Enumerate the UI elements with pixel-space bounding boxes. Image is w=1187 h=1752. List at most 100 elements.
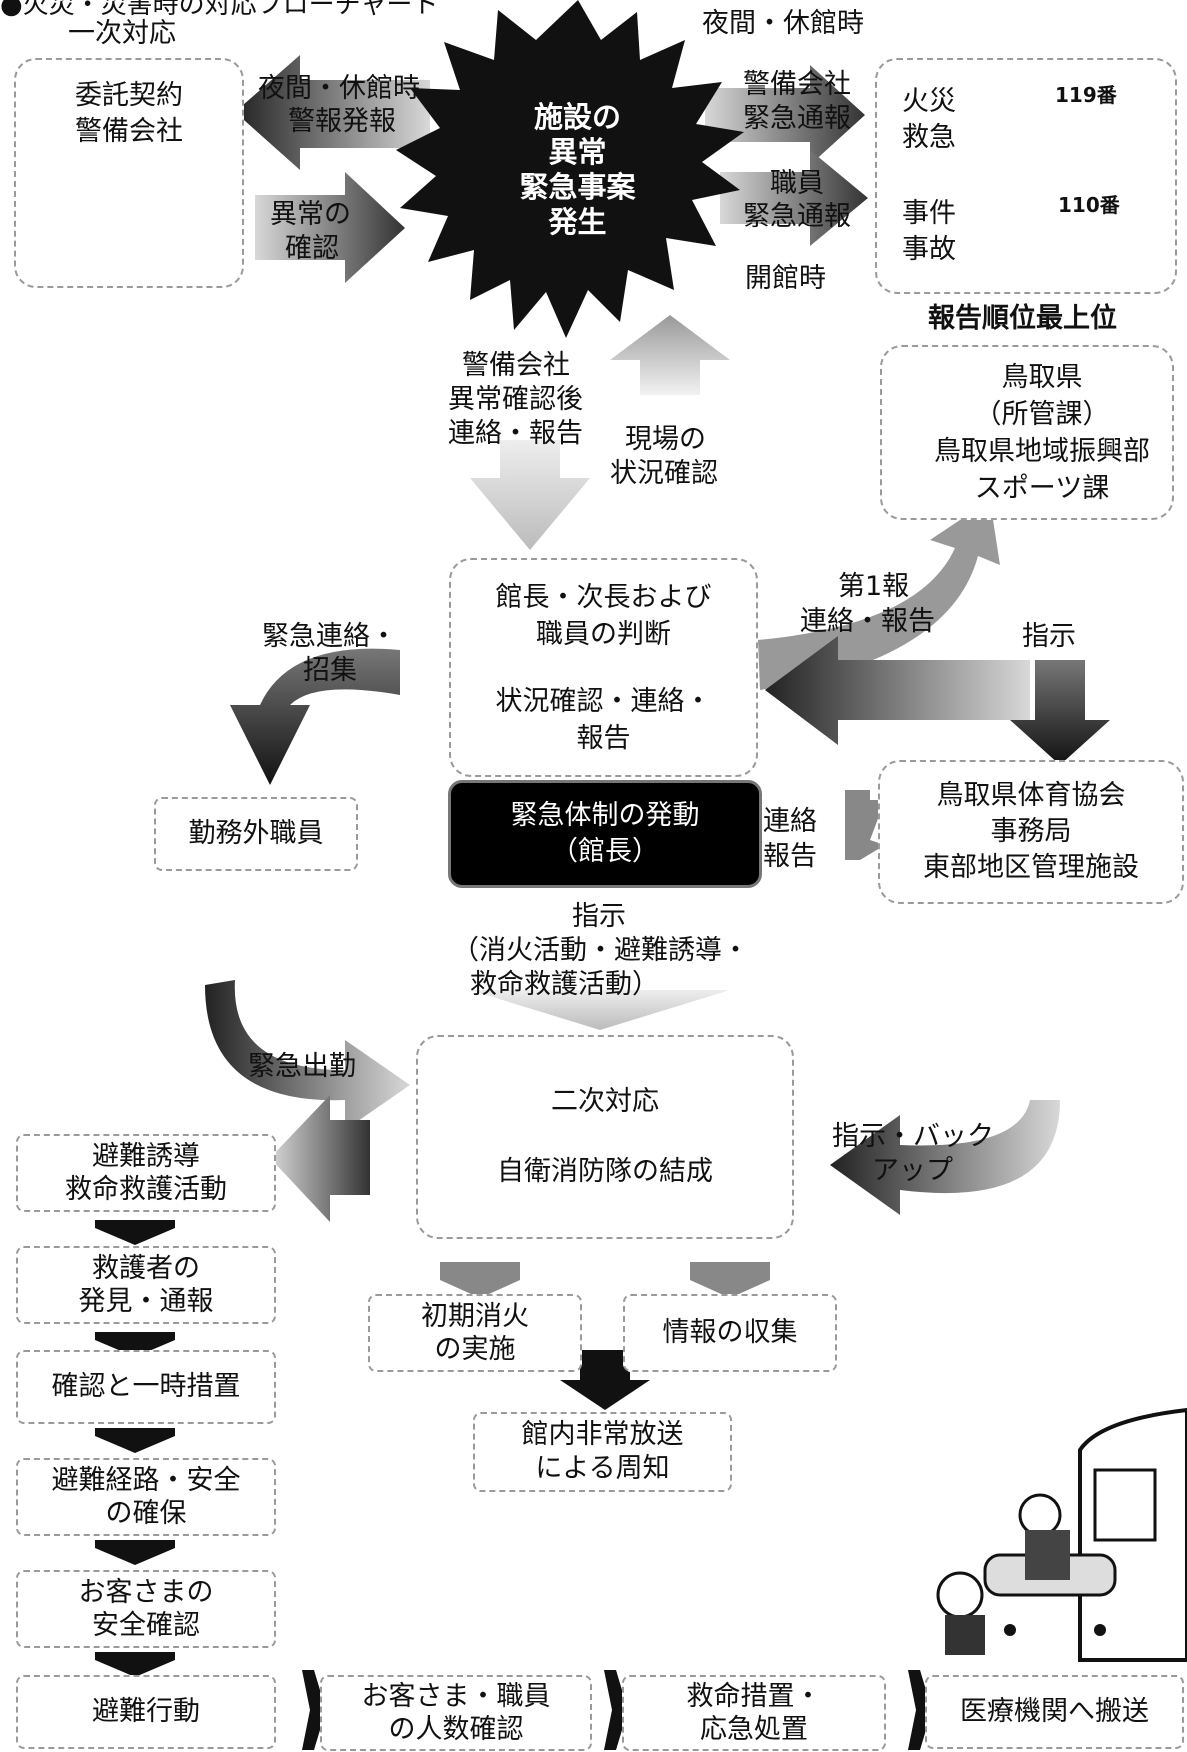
chain-2-line-2: 発見・通報: [78, 1286, 214, 1317]
director-line-1: 館長・次長および: [495, 581, 712, 613]
pref-line-3: 鳥取県地域振興部: [934, 435, 1150, 467]
arrow-to-info: [690, 1262, 770, 1298]
guard-call-label-1: 警備会社: [743, 69, 851, 100]
arrow-emergency-call: [230, 648, 400, 785]
case-label-2: 事故: [902, 234, 956, 265]
burst-line-3: 緊急事案: [519, 170, 636, 204]
bottom-4-line-1: 医療機関へ搬送: [960, 1696, 1149, 1727]
bottom-3-line-2: 応急処置: [700, 1714, 808, 1745]
fire-line-2: の実施: [434, 1334, 516, 1365]
second-line-2: 自衛消防隊の結成: [497, 1156, 713, 1187]
bottom-3-line-1: 救命措置・: [686, 1681, 822, 1712]
arrow-backup: [830, 1100, 1060, 1215]
info-label: 情報の収集: [662, 1317, 798, 1348]
burst-line-2: 異常: [548, 135, 607, 169]
offduty-label: 勤務外職員: [188, 818, 324, 849]
broadcast-line-2: による周知: [535, 1453, 670, 1484]
chain-arrow-4: [95, 1540, 175, 1565]
arrow-staff-call: [720, 150, 868, 246]
chain-4-line-2: の確保: [105, 1498, 187, 1529]
chain-1-line-1: 避難誘導: [92, 1141, 200, 1172]
bottom-box-4: 医療機関へ搬送: [925, 1675, 1184, 1749]
arrow-guard-call: [705, 65, 865, 165]
broadcast-line-1: 館内非常放送: [521, 1419, 684, 1450]
arrow-site-check: [610, 315, 730, 395]
contact-label-2: 報告: [763, 841, 817, 872]
night-label: 夜間・休館時: [702, 8, 864, 39]
order-label-2: （消火活動・避難誘導・: [452, 935, 749, 966]
second-response-box: 二次対応 自衛消防隊の結成: [416, 1035, 794, 1239]
fire-label-2: 救急: [902, 122, 956, 153]
first-response-label: 一次対応: [68, 18, 176, 49]
emergency-services-box: [875, 58, 1177, 294]
backup-label-1: 指示・バック: [832, 1121, 994, 1152]
first-report-label-2: 連絡・報告: [800, 606, 935, 637]
arrow-instruct-down: [1010, 660, 1110, 765]
confirm-label-1: 異常の: [270, 199, 351, 230]
contact-label-1: 連絡: [763, 806, 817, 837]
bottom-2-line-1: お客さま・職員: [361, 1681, 551, 1712]
arrow-confirm: [255, 172, 405, 283]
number-119: 119番: [1055, 83, 1117, 107]
director-line-2: 職員の判断: [536, 618, 671, 650]
arrow-to-left-chain: [270, 1095, 370, 1222]
emergency-call-label-2: 招集: [303, 655, 357, 686]
broadcast-box: 館内非常放送による周知: [473, 1412, 732, 1492]
first-report-label-1: 第1報: [838, 571, 910, 602]
chain-5-line-1: お客さまの: [78, 1577, 214, 1608]
backup-label-2: アップ: [872, 1155, 953, 1186]
chain-1-line-2: 救命救護活動: [65, 1174, 227, 1205]
chain-arrow-3: [95, 1428, 175, 1453]
alarm-label-2: 警報発報: [288, 106, 396, 137]
pref-line-1: 鳥取県: [1001, 361, 1083, 393]
arrow-order: [470, 990, 730, 1030]
chain-box-4: 避難経路・安全の確保: [16, 1458, 276, 1536]
assoc-line-3: 東部地区管理施設: [923, 852, 1139, 883]
chain-box-2: 救護者の発見・通報: [16, 1246, 276, 1324]
chain-box-1: 避難誘導救命救護活動: [16, 1134, 276, 1212]
number-110: 110番: [1058, 193, 1120, 217]
arrow-instruct-left: [765, 636, 1030, 745]
pref-line-4: スポーツ課: [974, 472, 1110, 504]
second-line-1: 二次対応: [551, 1086, 659, 1117]
initial-firefighting-box: 初期消火の実施: [368, 1294, 582, 1372]
assoc-line-1: 鳥取県体育協会: [936, 780, 1126, 811]
ambulance-stretcher-illustration: [936, 1407, 1187, 1662]
activate-line-1: 緊急体制の発動: [510, 800, 700, 831]
site-check-label-1: 現場の: [625, 424, 706, 455]
arrow-contact: [845, 790, 885, 860]
chain-arrow-1: [95, 1220, 175, 1245]
chain-2-line-1: 救護者の: [92, 1253, 200, 1284]
arrow-guard-report: [470, 440, 590, 550]
sports-association-box: 鳥取県体育協会 事務局 東部地区管理施設: [878, 760, 1184, 904]
burst-line-4: 発生: [548, 205, 607, 239]
burst-line-1: 施設の: [533, 100, 621, 134]
dispatch-label: 緊急出勤: [248, 1051, 356, 1082]
open-label: 開館時: [745, 263, 826, 294]
chain-box-5: お客さまの安全確認: [16, 1570, 276, 1648]
case-label-1: 事件: [902, 198, 956, 229]
chain-arrow-5: [95, 1652, 175, 1677]
activate-line-2: （館長）: [551, 836, 659, 867]
arrow-first-report: [758, 500, 1000, 690]
bottom-box-3: 救命措置・応急処置: [622, 1675, 886, 1751]
emergency-activation-box: 緊急体制の発動 （館長）: [448, 780, 762, 888]
bottom-1-line-1: 避難行動: [92, 1696, 200, 1727]
arrow-alarm: [235, 55, 430, 170]
alarm-label-1: 夜間・休館時: [258, 73, 420, 104]
guard-report-label-1: 警備会社: [462, 350, 570, 381]
emergency-burst: [396, 0, 744, 338]
chain-4-line-1: 避難経路・安全: [51, 1465, 241, 1496]
director-line-3: 状況確認・連絡・: [495, 685, 712, 717]
arrow-dispatch: [205, 980, 410, 1130]
pref-line-2: （所管課）: [974, 398, 1110, 430]
off-duty-staff-box: 勤務外職員: [154, 797, 358, 871]
security-company-box: 委託契約 警備会社: [14, 58, 244, 288]
bottom-box-2: お客さま・職員の人数確認: [320, 1675, 592, 1751]
staff-call-label-1: 職員: [770, 168, 824, 199]
confirm-label-2: 確認: [285, 233, 339, 264]
emergency-call-label-1: 緊急連絡・: [262, 621, 397, 652]
chain-3-line-1: 確認と一時措置: [51, 1371, 241, 1402]
order-label-3: 救命救護活動）: [470, 969, 659, 1000]
fire-label-1: 火災: [902, 86, 956, 117]
